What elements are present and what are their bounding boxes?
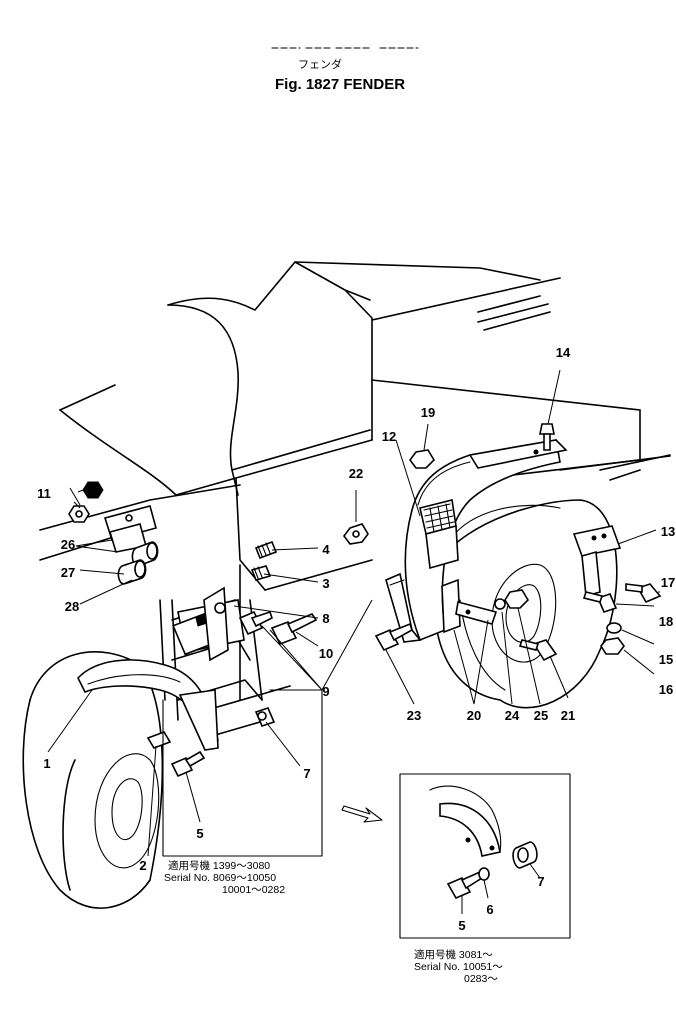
inset-detail: 5 6 7 適用号機 3081～ Serial No. 10051～ 0283～ [399,773,571,985]
leader-lines [47,369,660,857]
diagram-header: フェンダ Fig. 1827 FENDER [271,47,419,93]
inner-bracket-20 [441,578,498,634]
front-bracket [172,586,245,662]
rear-bracket-13 [572,525,622,598]
callout-17: 17 [661,575,675,590]
serial-box-main: 適用号機 1399～3080 Serial No. 8069～10050 100… [162,689,323,896]
callout-10: 10 [319,646,333,661]
callout-24: 24 [505,708,520,723]
serial-inset-line1: 適用号機 3081～ [414,948,493,961]
callout-9: 9 [322,684,329,699]
inset-arrow-icon [341,805,383,823]
callout-3: 3 [322,576,329,591]
inset-frame [399,773,571,939]
callout-25: 25 [534,708,548,723]
callout-26: 26 [61,537,75,552]
callout-1: 1 [43,756,50,771]
callout-20: 20 [467,708,481,723]
callout-labels: 1 2 3 4 5 7 8 9 10 11 12 13 14 15 16 17 … [37,345,675,873]
callout-15: 15 [659,652,673,667]
callout-21: 21 [561,708,575,723]
serial-inset-line2: Serial No. 10051～ [414,961,503,973]
callout-22: 22 [349,466,363,481]
serial-main-line3: 10001～0282 [222,884,285,896]
callout-5: 5 [196,826,203,841]
machine-body-outline [22,261,671,909]
callout-19: 19 [421,405,435,420]
inset-callout-5: 5 [458,918,465,933]
callout-14: 14 [556,345,571,360]
callout-8: 8 [322,611,329,626]
callout-2: 2 [139,858,146,873]
japanese-title: フェンダ [298,57,342,71]
callout-4: 4 [322,542,330,557]
callout-27: 27 [61,565,75,580]
rear-fender-12 [385,439,568,643]
left-parts-cluster [68,481,159,585]
callout-7: 7 [303,766,310,781]
callout-28: 28 [65,599,79,614]
front-fasteners [146,707,276,778]
inset-callout-7: 7 [537,874,544,889]
serial-inset-line3: 0283～ [464,973,498,985]
rear-fasteners [374,423,662,662]
inset-callout-6: 6 [486,902,493,917]
callout-23: 23 [407,708,421,723]
nut-22-shape [343,523,369,545]
callout-18: 18 [659,614,673,629]
figure-title: Fig. 1827 FENDER [275,76,405,93]
serial-main-line1: 適用号機 1399～3080 [168,859,270,872]
callout-13: 13 [661,524,675,539]
callout-11: 11 [37,486,51,501]
callout-12: 12 [382,429,396,444]
front-fender-1 [77,659,219,751]
callout-16: 16 [659,682,673,697]
serial-main-line2: Serial No. 8069～10050 [164,872,276,884]
